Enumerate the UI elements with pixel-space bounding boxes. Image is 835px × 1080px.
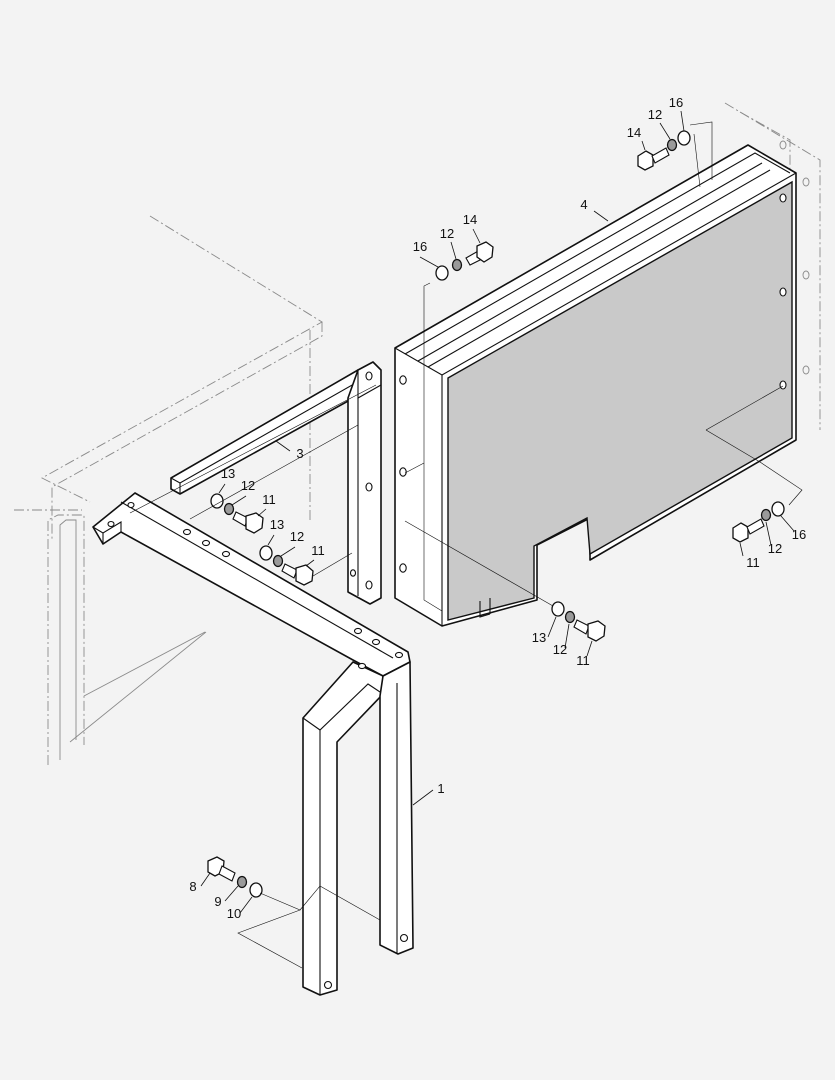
callout-c16c: 16 bbox=[792, 527, 806, 542]
part-4-cover-panel bbox=[394, 144, 797, 627]
hardware-set-panel-bottom bbox=[551, 601, 606, 642]
callout-c12d: 12 bbox=[648, 107, 662, 122]
callout-c4: 4 bbox=[580, 197, 587, 212]
callout-c16b: 16 bbox=[669, 95, 683, 110]
callout-c14b: 14 bbox=[627, 125, 641, 140]
callout-c16a: 16 bbox=[413, 239, 427, 254]
hardware-set-panel-top-right bbox=[637, 130, 691, 171]
callout-c13b: 13 bbox=[270, 517, 284, 532]
hardware-set-panel-top-left bbox=[435, 241, 494, 281]
hardware-set-panel-right bbox=[732, 501, 785, 543]
part-1-support-frame bbox=[92, 492, 414, 996]
callout-c12e: 12 bbox=[768, 541, 782, 556]
callout-c12a: 12 bbox=[241, 478, 255, 493]
hardware-set-frame bbox=[259, 545, 314, 586]
part-3-angle-bracket bbox=[170, 361, 382, 605]
phantom-machine-body bbox=[14, 215, 323, 765]
assembly-lines bbox=[129, 121, 803, 969]
callout-c12b: 12 bbox=[290, 529, 304, 544]
callout-c3: 3 bbox=[296, 446, 303, 461]
callout-c14a: 14 bbox=[463, 212, 477, 227]
callout-c12f: 12 bbox=[553, 642, 567, 657]
callout-c12c: 12 bbox=[440, 226, 454, 241]
callout-c13a: 13 bbox=[221, 466, 235, 481]
leader-lines bbox=[200, 110, 795, 914]
callout-c9: 9 bbox=[214, 894, 221, 909]
hardware-set-leg bbox=[207, 856, 263, 898]
callout-c11a: 11 bbox=[262, 492, 276, 507]
hardware-set-upper-bracket bbox=[210, 493, 264, 534]
callout-c11b: 11 bbox=[311, 543, 325, 558]
callout-c11c: 11 bbox=[746, 555, 760, 570]
callout-c11d: 11 bbox=[576, 653, 590, 668]
callout-c13c: 13 bbox=[532, 630, 546, 645]
callout-c1: 1 bbox=[437, 781, 444, 796]
callout-labels: 1348910111111111212121212121313131414161… bbox=[189, 95, 806, 921]
callout-c10: 10 bbox=[227, 906, 241, 921]
callout-c8: 8 bbox=[189, 879, 196, 894]
